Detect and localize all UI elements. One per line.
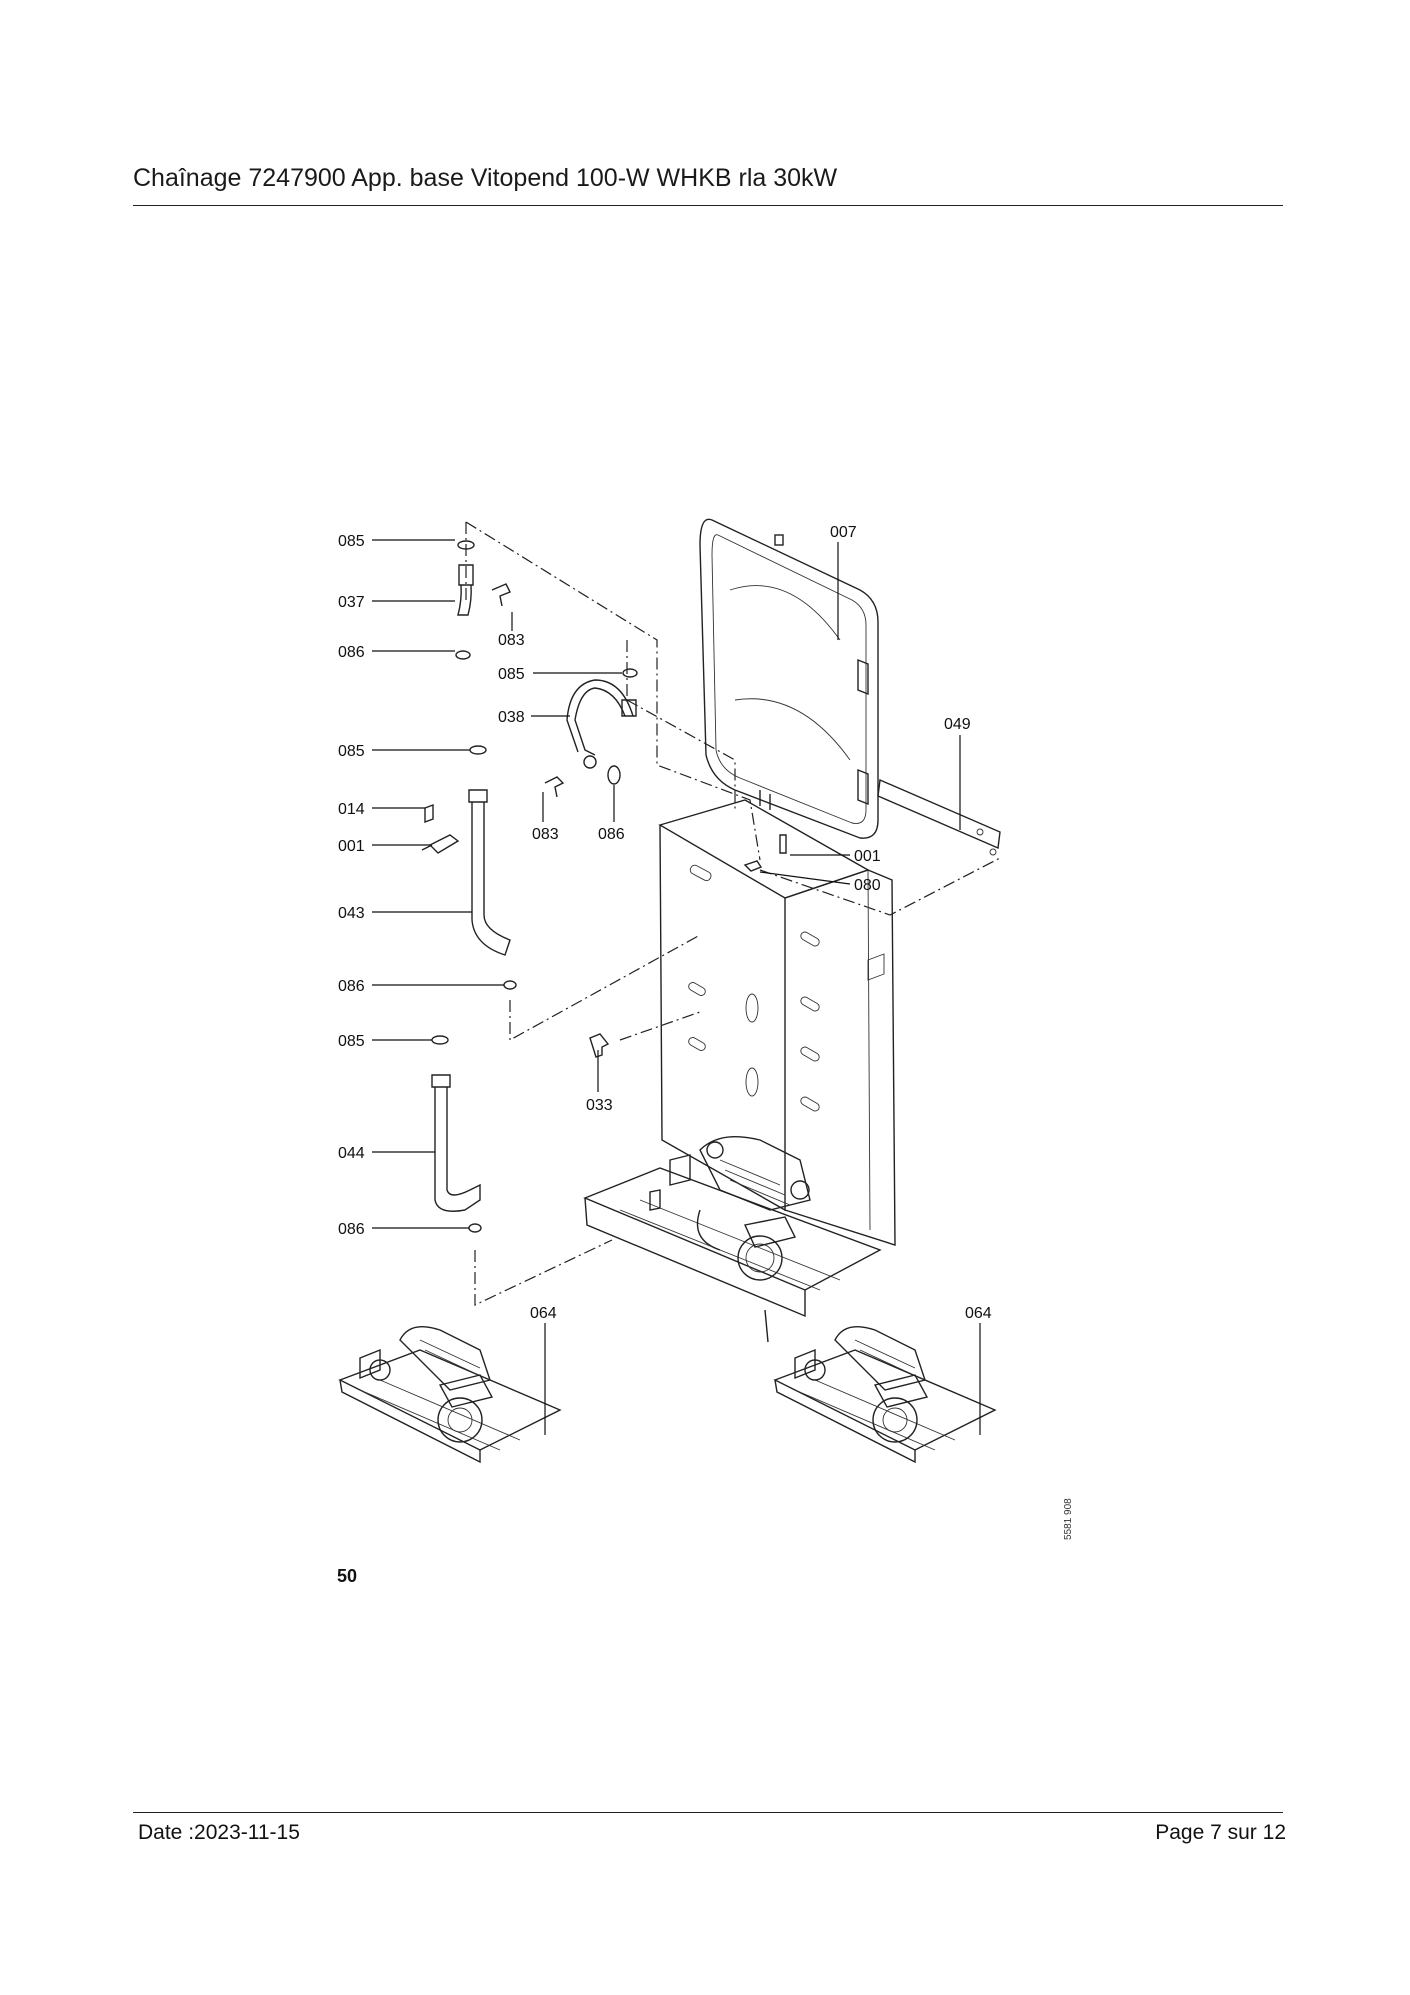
callout-014: 014 <box>338 801 365 818</box>
pipe-037-group <box>455 540 511 660</box>
callout-001: 001 <box>338 838 365 855</box>
callout-labels: 085 037 083 086 085 038 007 049 085 014 … <box>338 524 992 1322</box>
callout-007: 007 <box>830 524 857 541</box>
pipe-038-group <box>544 668 638 798</box>
callout-086: 086 <box>598 826 625 843</box>
callout-086: 086 <box>338 644 365 661</box>
leader-lines <box>372 539 981 1435</box>
callout-083: 083 <box>498 632 525 649</box>
fittings-001-080 <box>743 834 787 872</box>
callout-038: 038 <box>498 709 525 726</box>
hydraulic-block-installed <box>649 1135 811 1281</box>
assembly-lines <box>465 521 1001 1306</box>
pipe-043-group <box>421 745 517 990</box>
callout-064: 064 <box>530 1305 557 1322</box>
callout-085: 085 <box>338 533 365 550</box>
clip-033 <box>589 1033 610 1058</box>
drawing-number: 5581 908 <box>1063 1498 1074 1540</box>
figure-number: 50 <box>337 1566 357 1586</box>
callout-001: 001 <box>854 848 881 865</box>
hydraulic-block-064-right <box>773 1326 997 1464</box>
callout-044: 044 <box>338 1145 365 1162</box>
footer-rule <box>133 1812 1283 1813</box>
callout-064: 064 <box>965 1305 992 1322</box>
hydraulic-block-064-left <box>338 1326 562 1464</box>
callout-086: 086 <box>338 978 365 995</box>
callout-080: 080 <box>854 877 881 894</box>
callout-086: 086 <box>338 1221 365 1238</box>
callout-049: 049 <box>944 716 971 733</box>
callout-085: 085 <box>338 1033 365 1050</box>
wall-bracket <box>877 778 1001 856</box>
footer-date: Date :2023-11-15 <box>138 1821 300 1844</box>
pipe-044-group <box>431 1035 482 1233</box>
callout-043: 043 <box>338 905 365 922</box>
callout-083: 083 <box>532 826 559 843</box>
callout-085: 085 <box>498 666 525 683</box>
footer-page-number: Page 7 sur 12 <box>1155 1821 1286 1844</box>
callout-085: 085 <box>338 743 365 760</box>
header-rule <box>133 205 1283 206</box>
main-frame <box>583 799 896 1343</box>
callout-033: 033 <box>586 1097 613 1114</box>
expansion-vessel <box>699 518 879 839</box>
document-title: Chaînage 7247900 App. base Vitopend 100-… <box>133 164 838 192</box>
callout-037: 037 <box>338 594 365 611</box>
